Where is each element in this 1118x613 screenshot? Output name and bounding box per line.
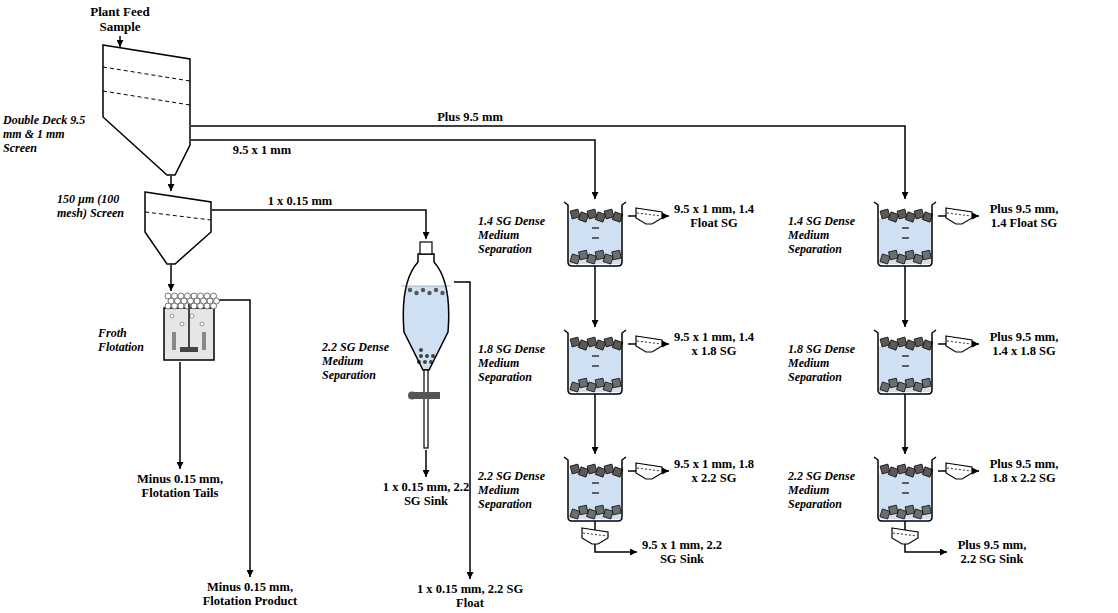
- dense-medium-beaker: 1.4 SG Dense Medium Separation: [872, 200, 938, 266]
- screen-symbol-outline: [145, 192, 212, 265]
- flow-arrow: [191, 126, 905, 199]
- flow-arrow: [904, 266, 906, 327]
- stream-label: Minus 0.15 mm, Flotation Product: [186, 580, 314, 608]
- flow-arrow: [904, 394, 906, 454]
- dense-medium-beaker: 2.2 SG Dense Medium Separation: [872, 455, 938, 521]
- stream-label: 9.5 x 1 mm, 1.4 x 1.8 SG: [672, 330, 756, 358]
- dense-medium-beaker-outline: [872, 328, 938, 394]
- screen-symbol: Double Deck 9.5 mm & 1 mm Screen: [103, 45, 191, 176]
- flow-arrow: [119, 36, 121, 47]
- flow-arrow: [212, 210, 426, 239]
- stream-label: Minus 0.15 mm, Flotation Tails: [130, 472, 230, 500]
- flow-arrow: [179, 362, 181, 469]
- dense-medium-beaker-outline: [872, 200, 938, 266]
- screen-icon: [636, 336, 662, 352]
- dense-medium-beaker-outline: [872, 455, 938, 521]
- flow-arrow: [191, 140, 595, 199]
- unit-label: 1.8 SG Dense Medium Separation: [788, 342, 868, 384]
- flow-arrow: [446, 282, 470, 579]
- stream-size-label: 1 x 0.15 mm: [266, 194, 335, 208]
- stream-label: Plus 9.5 mm, 1.4 x 1.8 SG: [982, 330, 1066, 358]
- stream-label: 9.5 x 1 mm, 1.4 x 1.8 SG: [672, 330, 756, 358]
- stream-size-label: Plus 9.5 mm: [435, 110, 505, 124]
- dense-medium-beaker: 1.8 SG Dense Medium Separation: [872, 328, 938, 394]
- stream-label: 1 x 0.15 mm, 2.2 SG Sink: [375, 480, 477, 508]
- dense-medium-beaker: 1.8 SG Dense Medium Separation: [562, 328, 628, 394]
- dense-medium-funnel: 2.2 SG Dense Medium Separation: [398, 240, 454, 450]
- flow-arrow: [170, 176, 172, 191]
- screen-icon: [582, 528, 608, 544]
- stream-label: 9.5 x 1 mm, 1.8 x 2.2 SG: [672, 457, 756, 485]
- screen-icon: [946, 463, 972, 479]
- flow-arrow: [425, 450, 427, 477]
- screen-symbol: 150 µm (100 mesh) Screen: [145, 192, 212, 265]
- unit-label: Double Deck 9.5 mm & 1 mm Screen: [3, 113, 99, 155]
- unit-label: 2.2 SG Dense Medium Separation: [478, 469, 558, 511]
- stream-label: Plus 9.5 mm, 2.2 SG Sink: [950, 538, 1034, 566]
- screen-icon: [946, 208, 972, 224]
- stream-label: 9.5 x 1 mm, 2.2 SG Sink: [640, 538, 724, 566]
- dense-medium-beaker-outline: [562, 455, 628, 521]
- flotation-cell: Froth Flotation: [160, 292, 218, 362]
- unit-label: 2.2 SG Dense Medium Separation: [322, 340, 394, 382]
- stream-label: Plus 9.5 mm, 2.2 SG Sink: [950, 538, 1034, 566]
- screen-icon: [636, 463, 662, 479]
- dense-medium-beaker: 1.4 SG Dense Medium Separation: [562, 200, 628, 266]
- screen-icon: [892, 528, 918, 544]
- unit-label: 1.8 SG Dense Medium Separation: [478, 342, 558, 384]
- unit-label: 1.4 SG Dense Medium Separation: [788, 214, 868, 256]
- unit-label: 150 µm (100 mesh) Screen: [57, 192, 141, 220]
- feed-label: Plant Feed Sample: [80, 4, 160, 34]
- unit-label: 2.2 SG Dense Medium Separation: [788, 469, 868, 511]
- flow-arrow: [218, 300, 250, 577]
- stream-label: 1 x 0.15 mm, 2.2 SG Sink: [375, 480, 477, 508]
- dense-medium-funnel-outline: [398, 240, 454, 450]
- stream-label: 9.5 x 1 mm, 1.4 Float SG: [672, 202, 756, 230]
- unit-label: Froth Flotation: [98, 326, 156, 354]
- stream-label: Plus 9.5 mm, 1.4 Float SG: [982, 202, 1066, 230]
- stream-label: Plus 9.5 mm, 1.4 x 1.8 SG: [982, 330, 1066, 358]
- stream-label: 1 x 0.15 mm, 2.2 SG Float: [415, 582, 525, 610]
- flow-arrow: [594, 266, 596, 327]
- screen-icon: [636, 208, 662, 224]
- stream-label: Plus 9.5 mm, 1.8 x 2.2 SG: [982, 457, 1066, 485]
- dense-medium-beaker-outline: [562, 328, 628, 394]
- feed-label: Plant Feed Sample: [80, 4, 160, 34]
- flotation-cell-outline: [160, 292, 218, 362]
- stream-size-label: 9.5 x 1 mm: [231, 143, 293, 157]
- stream-label: Minus 0.15 mm, Flotation Tails: [130, 472, 230, 500]
- stream-label: Minus 0.15 mm, Flotation Product: [186, 580, 314, 608]
- screen-icon: [946, 336, 972, 352]
- dense-medium-beaker: 2.2 SG Dense Medium Separation: [562, 455, 628, 521]
- unit-label: 1.4 SG Dense Medium Separation: [478, 214, 558, 256]
- stream-label: 9.5 x 1 mm, 1.4 Float SG: [672, 202, 756, 230]
- flow-arrow: [594, 394, 596, 454]
- stream-label: 9.5 x 1 mm, 2.2 SG Sink: [640, 538, 724, 566]
- flow-arrow: [170, 265, 172, 291]
- stream-label: Plus 9.5 mm, 1.4 Float SG: [982, 202, 1066, 230]
- stream-label: Plus 9.5 mm, 1.8 x 2.2 SG: [982, 457, 1066, 485]
- dense-medium-beaker-outline: [562, 200, 628, 266]
- stream-label: 1 x 0.15 mm, 2.2 SG Float: [415, 582, 525, 610]
- screen-symbol-outline: [103, 45, 191, 176]
- stream-label: 9.5 x 1 mm, 1.8 x 2.2 SG: [672, 457, 756, 485]
